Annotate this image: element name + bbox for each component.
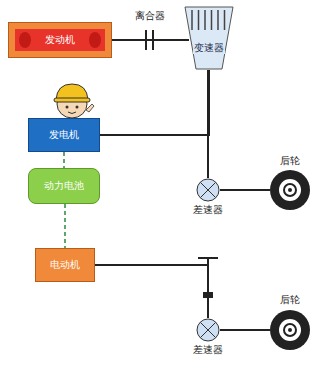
node-text: 动力电池 [44,180,84,192]
node-text: 差速器 [191,204,225,216]
generator-box: 发电机 [28,118,100,152]
connector-line [112,39,189,41]
connector-line [64,204,66,248]
part-label: 后轮 [279,155,301,167]
node-text: 发动机 [45,34,75,46]
wheel [220,170,310,210]
battery-box: 动力电池 [28,168,100,204]
motor-box: 电动机 [35,248,95,282]
wheel [220,310,310,350]
node-text: 差速器 [191,344,225,356]
connector [95,265,208,318]
connector [65,204,66,248]
connector [64,152,65,168]
node-text: 发电机 [49,129,79,141]
connector [112,40,189,41]
shaft [207,258,209,265]
connector-line [63,152,65,168]
part-label: 后轮 [279,294,301,306]
connector [100,70,209,135]
differential-symbol [196,178,220,202]
differential: 差速器 [191,318,225,356]
differential-symbol [196,318,220,342]
node-text: 电动机 [50,259,80,271]
node-text: 变速器 [193,42,225,54]
part-label: 离合器 [134,10,166,22]
connector-line [95,265,208,318]
engine-box: 发动机 [8,22,112,58]
differential: 差速器 [191,178,225,216]
gearbox-trapezoid: 变速器 [184,6,234,70]
gearbox-outline [184,6,234,70]
worker-figure [54,84,94,118]
connector-line [100,70,209,135]
